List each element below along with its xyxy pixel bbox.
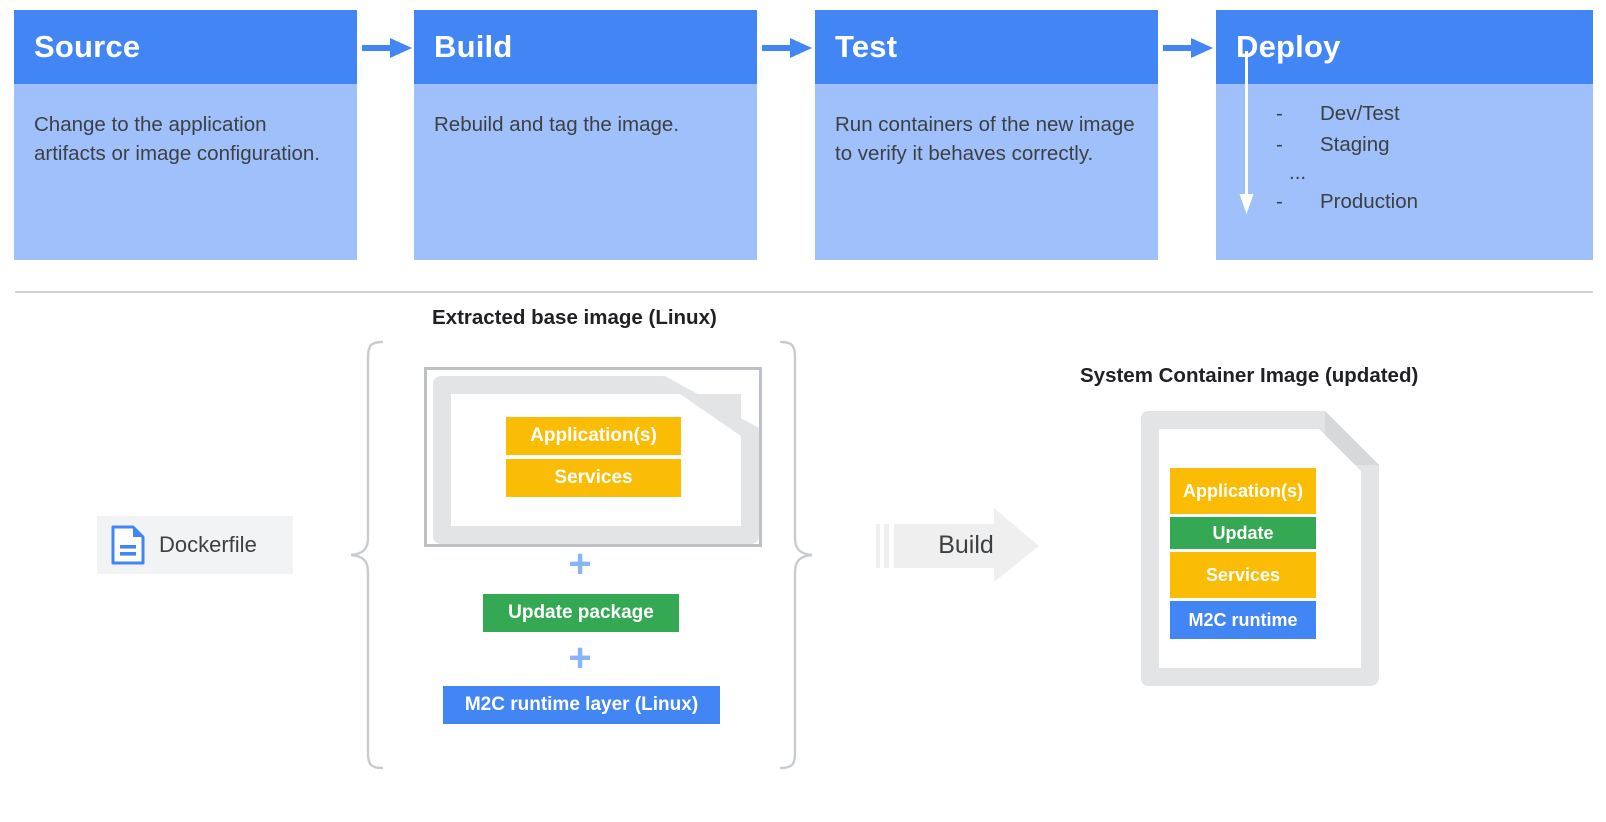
pipeline-stage-deploy[interactable]: Deploy - Dev/Test - Staging ... <box>1216 10 1593 260</box>
result-image-caption: System Container Image (updated) <box>1080 364 1419 387</box>
extracted-base-image-frame: Application(s) Services <box>424 367 762 547</box>
layer-m2c-runtime[interactable]: M2C runtime <box>1170 601 1316 639</box>
arrow-right-block-icon <box>876 506 1041 584</box>
layer-services[interactable]: Services <box>1170 552 1316 598</box>
list-item: - Dev/Test <box>1276 98 1566 129</box>
stage-header-test: Test <box>815 10 1158 84</box>
stage-body-source: Change to the application artifacts or i… <box>14 84 357 260</box>
layer-label: M2C runtime layer (Linux) <box>464 694 699 715</box>
layer-label: Update <box>1212 522 1274 543</box>
layer-label: Application(s) <box>530 425 657 446</box>
layer-label: Services <box>554 467 633 488</box>
deploy-environment-list: - Dev/Test - Staging ... - Production <box>1276 98 1566 217</box>
pipeline-row: Source Change to the application artifac… <box>0 0 1606 270</box>
build-diagram: Extracted base image (Linux) System Cont… <box>0 292 1606 822</box>
plus-icon: + <box>568 542 592 586</box>
layer-update-package[interactable]: Update package <box>483 594 679 632</box>
arrow-right-icon <box>360 34 420 62</box>
section-divider <box>15 291 1593 293</box>
stage-title-test: Test <box>835 29 898 64</box>
stage-title-build: Build <box>434 29 513 64</box>
list-item-label: Production <box>1320 190 1419 213</box>
curly-brace-icon <box>779 340 814 775</box>
pipeline-stage-build[interactable]: Build Rebuild and tag the image. <box>414 10 757 260</box>
list-item: - Production <box>1276 186 1566 217</box>
dockerfile-chip[interactable]: Dockerfile <box>97 516 293 574</box>
layer-label: M2C runtime <box>1188 609 1298 630</box>
stage-body-deploy: - Dev/Test - Staging ... - Production <box>1216 51 1593 260</box>
list-item-dash: - <box>1276 133 1283 156</box>
plus-icon: + <box>568 636 592 680</box>
arrow-right-icon <box>760 34 820 62</box>
list-item-dash: - <box>1276 102 1283 125</box>
stage-text-test: Run containers of the new image to verif… <box>835 113 1135 165</box>
system-container-image: Application(s) Update Services M2C runti… <box>1129 409 1381 688</box>
curly-brace-icon <box>349 340 384 775</box>
layer-update[interactable]: Update <box>1170 517 1316 549</box>
dockerfile-label: Dockerfile <box>159 532 257 557</box>
arrow-right-icon <box>1161 34 1221 62</box>
layer-label: Application(s) <box>1183 480 1303 501</box>
layer-label: Update package <box>508 602 654 623</box>
stage-header-build: Build <box>414 10 757 84</box>
base-image-caption: Extracted base image (Linux) <box>432 306 717 329</box>
pipeline-stage-test[interactable]: Test Run containers of the new image to … <box>815 10 1158 260</box>
list-item-ellipsis: ... <box>1289 161 1307 184</box>
layer-m2c-runtime[interactable]: M2C runtime layer (Linux) <box>443 686 720 724</box>
stage-header-source: Source <box>14 10 357 84</box>
arrow-down-icon <box>1236 51 1258 221</box>
stage-body-build: Rebuild and tag the image. <box>414 84 757 260</box>
layer-label: Services <box>1205 564 1281 585</box>
list-item: - Staging <box>1276 129 1566 160</box>
layer-application[interactable]: Application(s) <box>506 417 681 455</box>
list-item-label: Staging <box>1320 133 1390 156</box>
list-item-label: Dev/Test <box>1320 102 1400 125</box>
stage-text-build: Rebuild and tag the image. <box>434 113 680 136</box>
document-fold-shade <box>680 394 741 436</box>
stage-text-source: Change to the application artifacts or i… <box>34 113 320 165</box>
layer-application[interactable]: Application(s) <box>1170 468 1316 514</box>
layer-services[interactable]: Services <box>506 459 681 497</box>
list-item-dash: - <box>1276 190 1283 213</box>
stage-title-deploy: Deploy <box>1236 29 1341 64</box>
document-icon <box>111 525 145 565</box>
stage-body-test: Run containers of the new image to verif… <box>815 84 1158 260</box>
build-arrow-label: Build <box>938 531 994 559</box>
pipeline-stage-source[interactable]: Source Change to the application artifac… <box>14 10 357 260</box>
stage-title-source: Source <box>34 29 141 64</box>
stage-header-deploy: Deploy <box>1216 10 1593 84</box>
